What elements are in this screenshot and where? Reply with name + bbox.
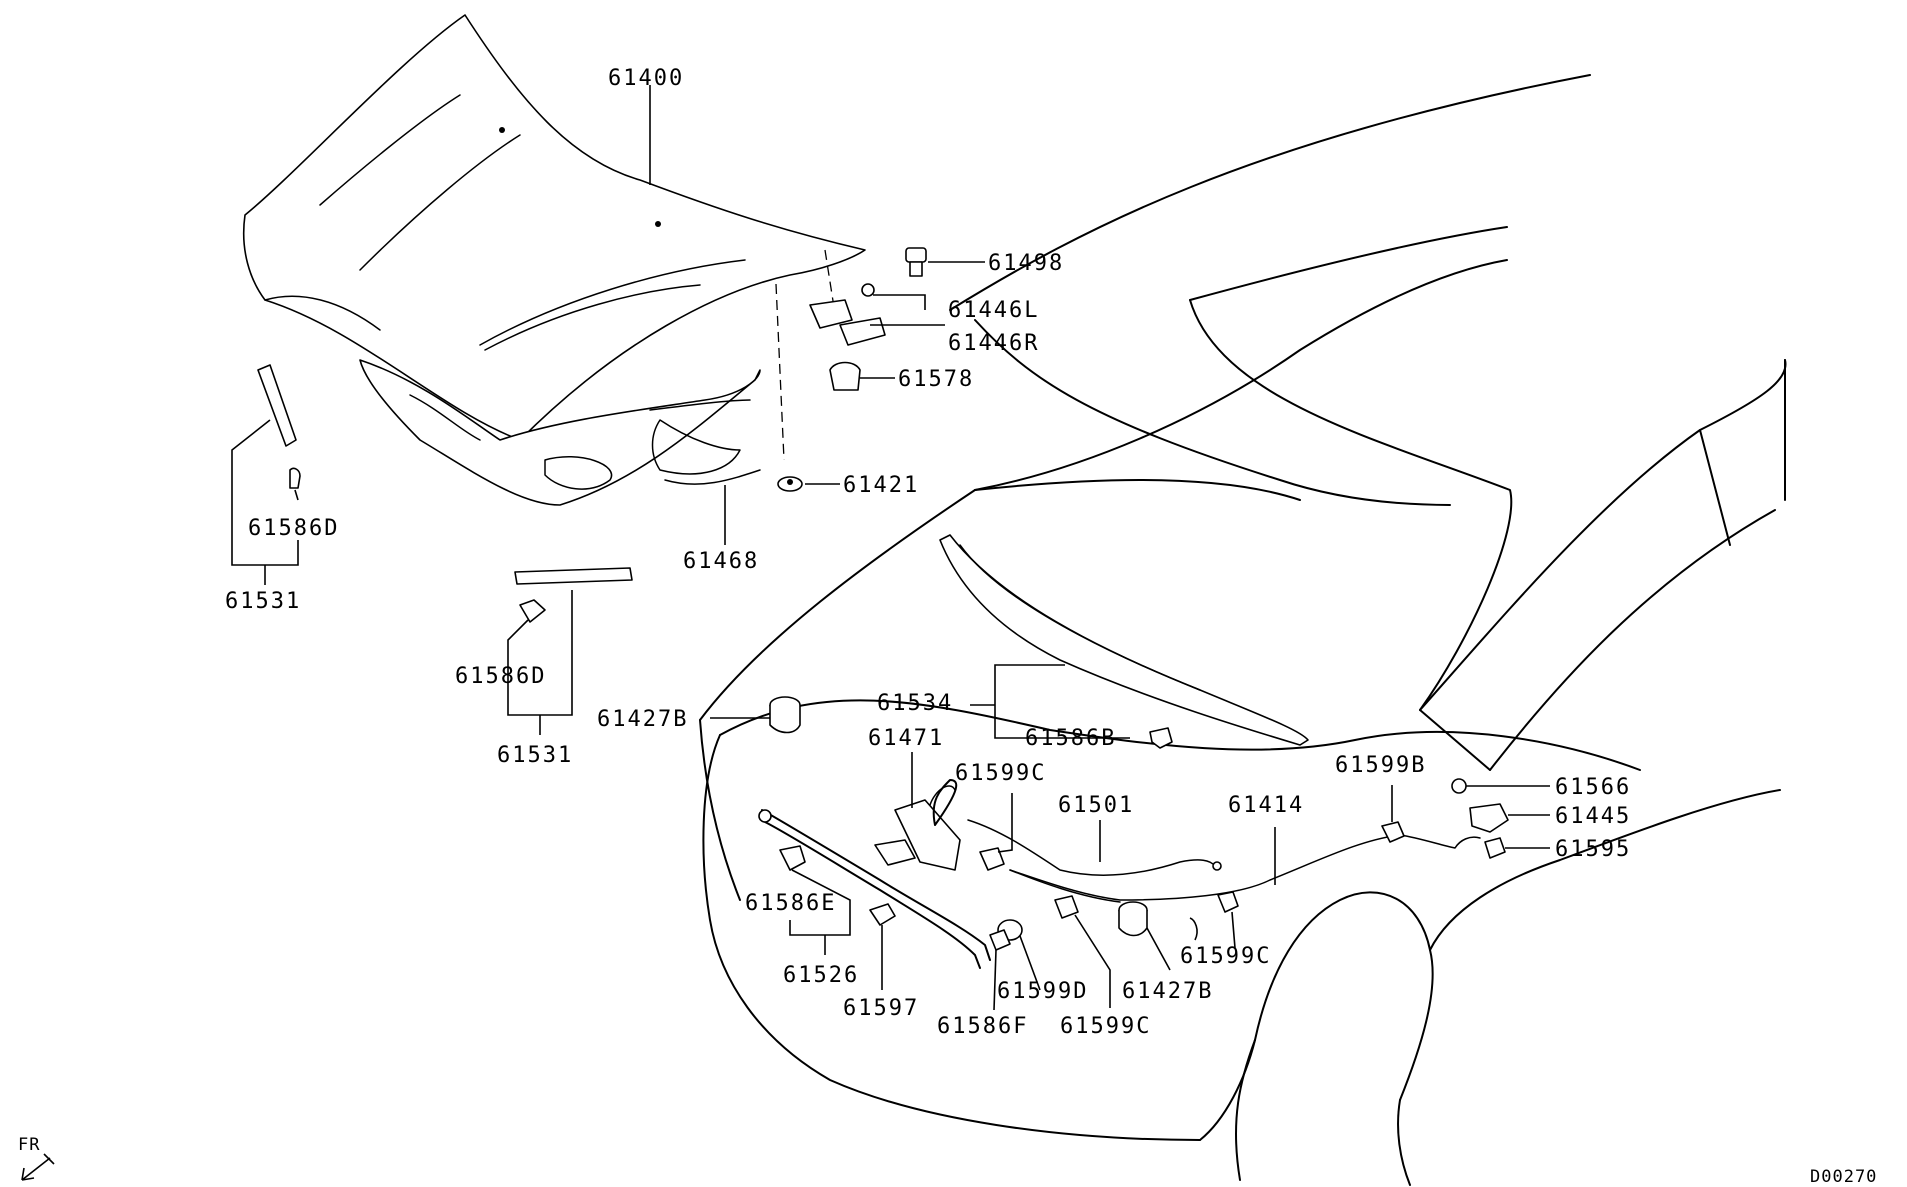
seal-strip-left-icon	[231, 364, 301, 585]
label-61534: 61534	[877, 691, 953, 716]
label-61468: 61468	[683, 549, 759, 574]
weatherstrip-61534-icon	[939, 534, 1309, 746]
cover-61595-icon	[1484, 837, 1550, 859]
release-handle-61445-icon	[1469, 803, 1550, 833]
front-direction-indicator: FR	[18, 1135, 55, 1181]
label-61566: 61566	[1555, 775, 1631, 800]
label-61599C-right: 61599C	[1180, 944, 1271, 969]
diagram-code: D00270	[1810, 1167, 1877, 1187]
bumper-dash-line	[775, 283, 785, 461]
arrow-front-icon	[21, 1153, 55, 1181]
hood-hinge-icon	[809, 283, 945, 346]
label-61445: 61445	[1555, 804, 1631, 829]
nut-61421-icon	[777, 476, 840, 492]
label-61586D-left: 61586D	[248, 516, 339, 541]
label-61471: 61471	[868, 726, 944, 751]
clip-61599B-icon	[1381, 785, 1405, 843]
clip-61599C-lower-icon	[1054, 895, 1111, 1008]
direction-label: FR	[18, 1135, 40, 1155]
hood-latch-61471-icon	[874, 752, 961, 871]
label-61586B: 61586B	[1025, 726, 1116, 751]
hinge-dash-line	[824, 249, 837, 321]
label-61599C-upper: 61599C	[955, 761, 1046, 786]
label-61421: 61421	[843, 473, 919, 498]
label-61599D: 61599D	[997, 979, 1088, 1004]
label-61578: 61578	[898, 367, 974, 392]
label-61586E: 61586E	[745, 891, 836, 916]
support-rod-61526-icon	[758, 809, 991, 969]
label-61586F: 61586F	[937, 1014, 1028, 1039]
clip-61586F-icon	[989, 929, 1011, 1011]
label-61531-left: 61531	[225, 589, 301, 614]
label-61427B-left: 61427B	[597, 707, 688, 732]
clip-61586B-icon	[1149, 727, 1173, 749]
release-cable-icon	[932, 779, 1481, 903]
label-61414: 61414	[1228, 793, 1304, 818]
label-61531-middle: 61531	[497, 743, 573, 768]
car-body	[699, 74, 1787, 1186]
bolt-61597-icon	[869, 903, 896, 990]
label-61446L: 61446L	[948, 298, 1039, 323]
label-61586D-middle: 61586D	[455, 664, 546, 689]
label-61599B: 61599B	[1335, 753, 1426, 778]
label-61446R: 61446R	[948, 331, 1039, 356]
label-61599C-lower: 61599C	[1060, 1014, 1151, 1039]
bumper-61578-icon	[829, 361, 895, 391]
label-61597: 61597	[843, 996, 919, 1021]
label-61427B-right: 61427B	[1122, 979, 1213, 1004]
clip-61599C-upper-icon	[979, 793, 1013, 871]
seal-strip-middle-icon	[507, 567, 633, 735]
label-61501: 61501	[1058, 793, 1134, 818]
grommet-left-icon	[710, 696, 801, 734]
screw-61566-icon	[1451, 778, 1550, 794]
label-61595: 61595	[1555, 837, 1631, 862]
clip-61599C-right-icon	[1189, 891, 1239, 949]
bolt-61498-icon	[905, 247, 985, 277]
hood-61400	[242, 14, 866, 441]
grommet-right-icon	[1118, 901, 1171, 971]
leader-61534	[994, 664, 1130, 739]
clip-61586E-icon	[779, 845, 851, 955]
label-61526: 61526	[783, 963, 859, 988]
hood-insulator-61468	[359, 359, 761, 545]
label-61400: 61400	[608, 66, 684, 91]
label-61498: 61498	[988, 251, 1064, 276]
